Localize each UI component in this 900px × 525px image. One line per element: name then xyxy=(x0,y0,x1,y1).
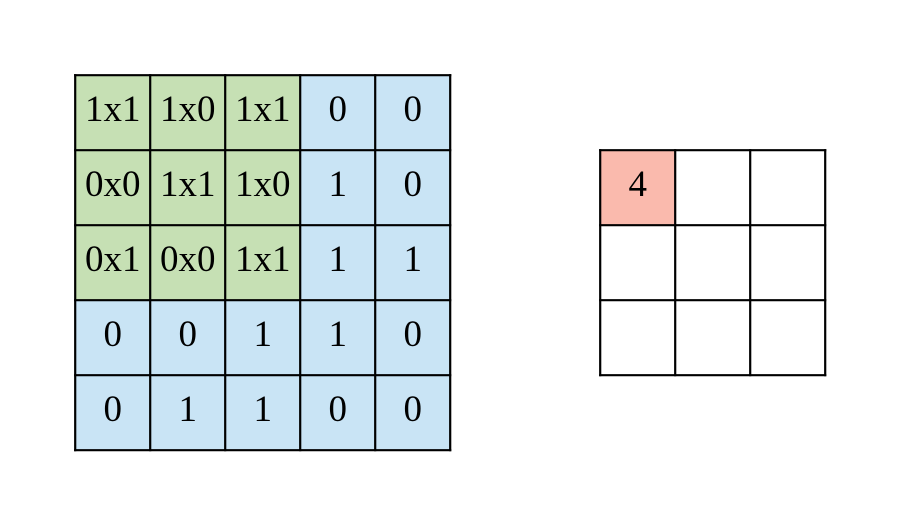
svg-text:0: 0 xyxy=(403,314,422,355)
svg-text:0: 0 xyxy=(403,89,422,130)
svg-text:0x0: 0x0 xyxy=(85,164,141,205)
svg-text:1x0: 1x0 xyxy=(160,89,216,130)
svg-text:1x1: 1x1 xyxy=(85,89,141,130)
svg-text:1: 1 xyxy=(403,239,422,280)
svg-text:1x1: 1x1 xyxy=(235,89,291,130)
svg-text:1: 1 xyxy=(253,389,272,430)
svg-text:0: 0 xyxy=(403,164,422,205)
svg-text:1x0: 1x0 xyxy=(235,164,291,205)
svg-text:0: 0 xyxy=(178,314,197,355)
svg-text:0x1: 0x1 xyxy=(85,239,141,280)
svg-text:1: 1 xyxy=(253,314,272,355)
svg-text:1: 1 xyxy=(328,239,347,280)
svg-text:0: 0 xyxy=(103,389,122,430)
svg-text:0: 0 xyxy=(103,314,122,355)
svg-text:0x0: 0x0 xyxy=(160,239,216,280)
svg-text:0: 0 xyxy=(403,389,422,430)
svg-text:1: 1 xyxy=(178,389,197,430)
svg-text:0: 0 xyxy=(328,389,347,430)
svg-text:1: 1 xyxy=(328,314,347,355)
svg-text:4: 4 xyxy=(628,164,647,205)
svg-text:1x1: 1x1 xyxy=(160,164,216,205)
svg-text:1: 1 xyxy=(328,164,347,205)
svg-text:0: 0 xyxy=(328,89,347,130)
svg-text:1x1: 1x1 xyxy=(235,239,291,280)
